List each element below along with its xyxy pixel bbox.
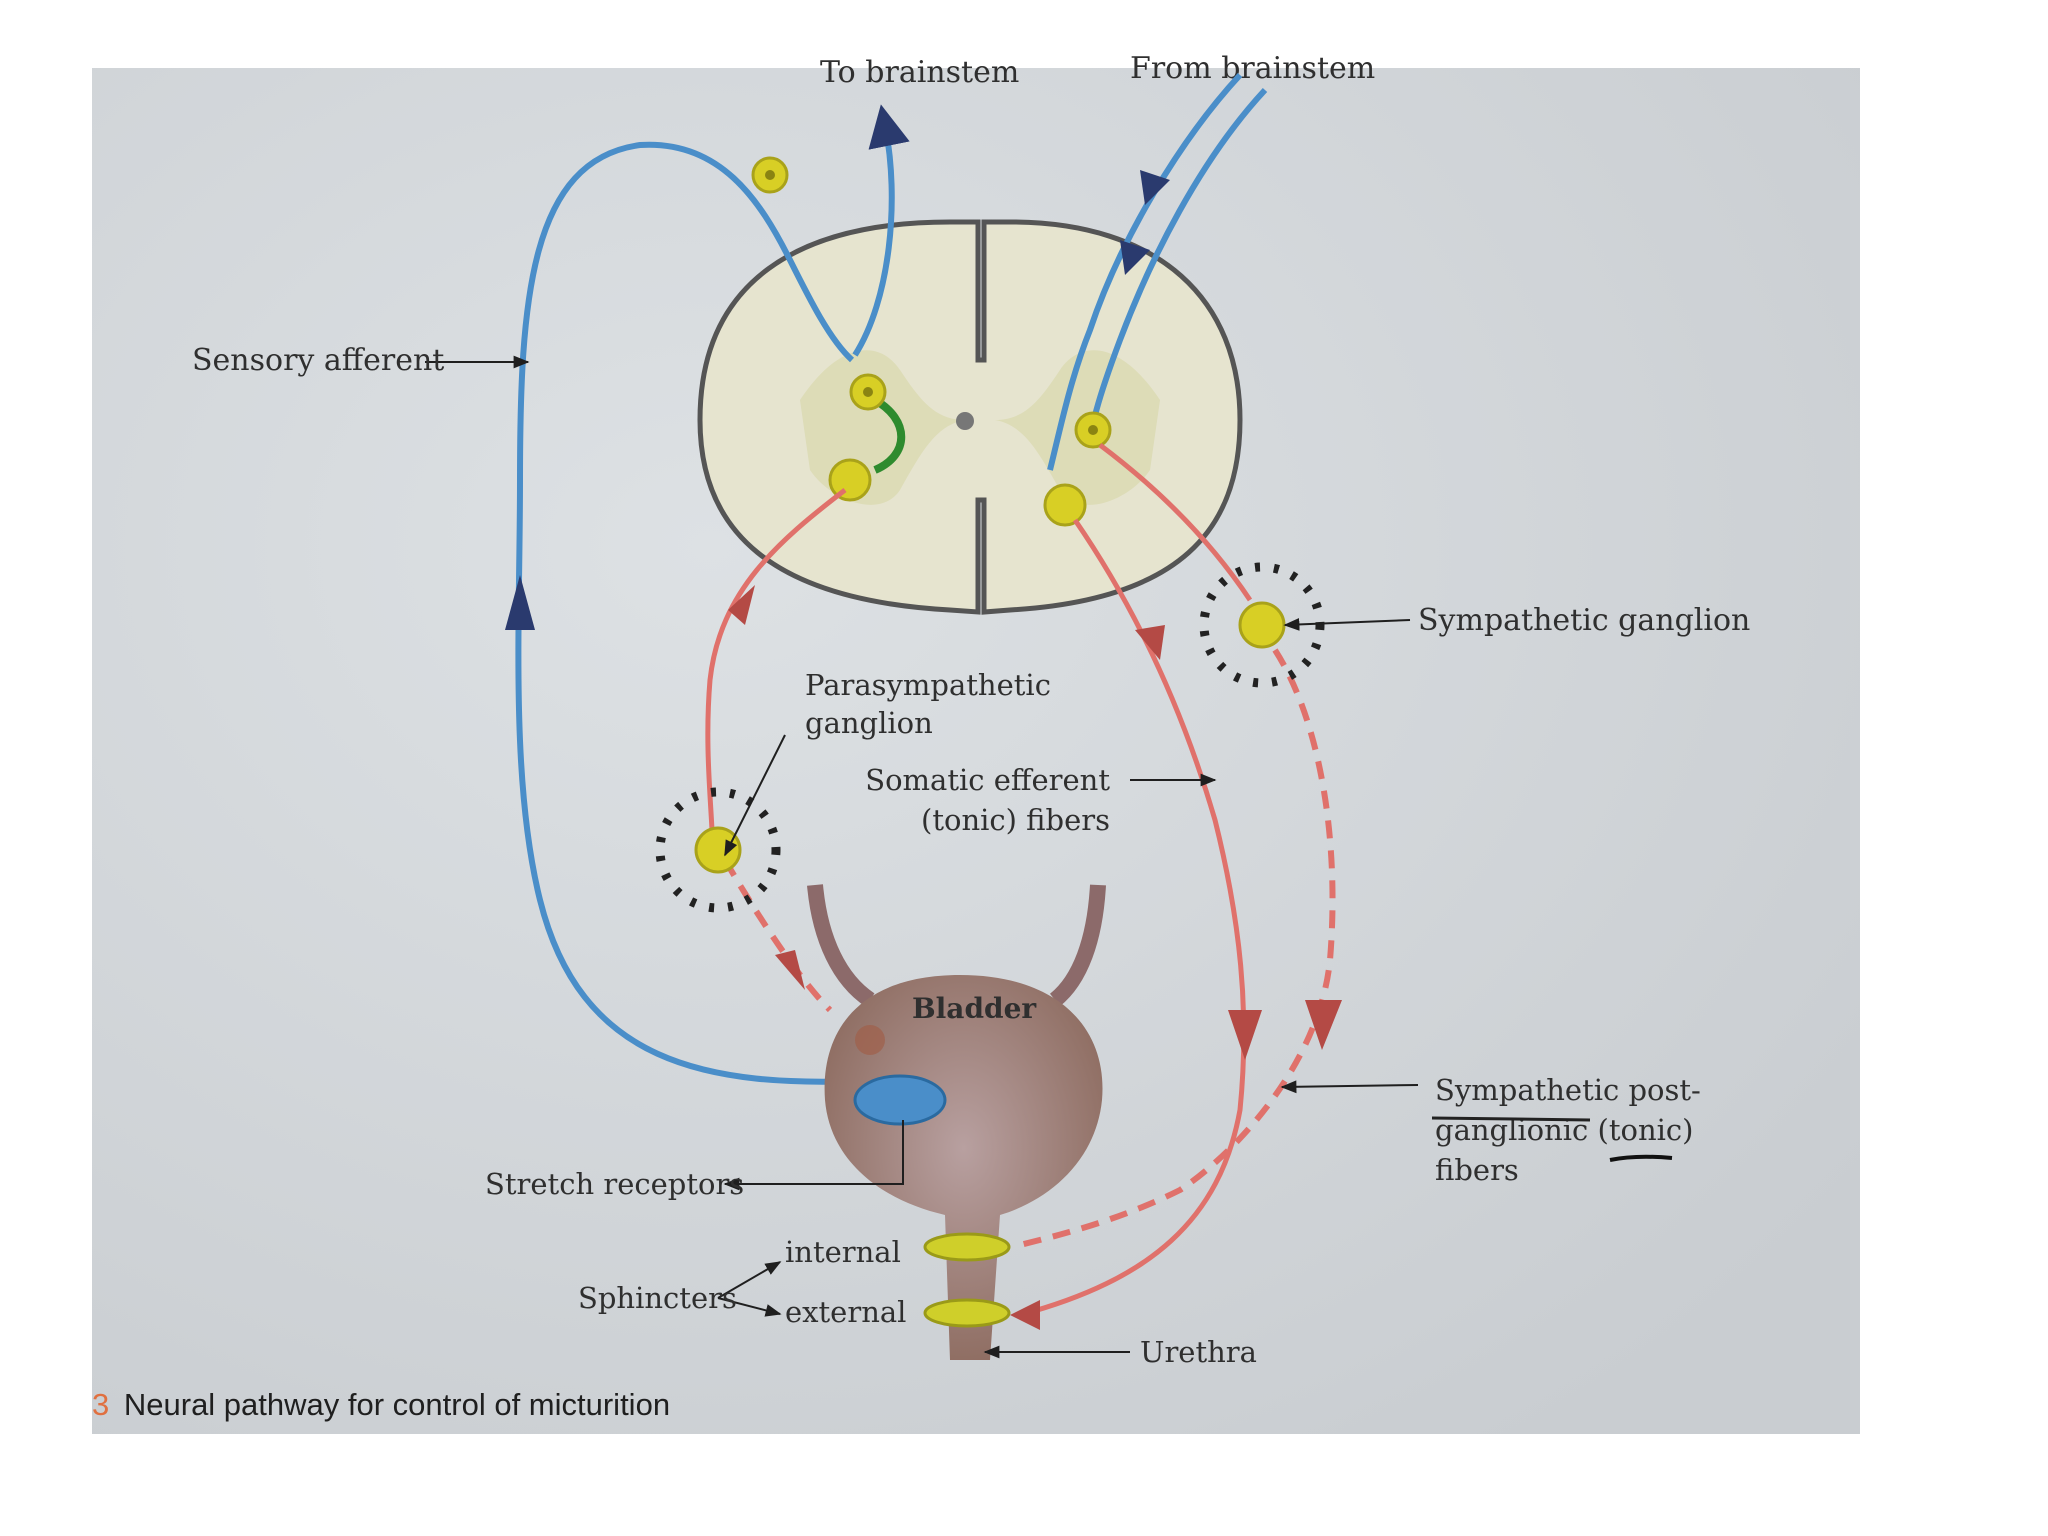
bladder [807, 884, 1106, 1360]
stretch-receptors-label: Stretch receptors [485, 1167, 744, 1201]
sphincters-label: Sphincters [578, 1281, 737, 1315]
somatic-efferent-arrowhead-3 [1010, 1300, 1040, 1330]
sympathetic-post-arrowhead [1305, 1000, 1342, 1050]
parasympathetic-ganglion-label-1: Parasympathetic [805, 668, 1051, 702]
parasympathetic-ganglion-label-2: ganglion [805, 706, 933, 740]
parasympathetic-post-arrowhead [775, 950, 805, 990]
external-sphincter-label: external [785, 1295, 906, 1329]
somatic-efferent-arrowhead-2 [1228, 1010, 1262, 1060]
sensory-afferent-arrowhead [505, 575, 535, 630]
bladder-label: Bladder [912, 992, 1037, 1025]
sensory-afferent-label: Sensory afferent [192, 343, 444, 378]
strikethrough-line [1431, 1116, 1591, 1122]
cord-neuron-bodies [751, 156, 1112, 527]
descending-fibers-from-brainstem [1047, 72, 1268, 471]
sympathetic-post-label-1: Sympathetic post- [1435, 1073, 1701, 1107]
somatic-efferent-label-1: Somatic efferent [865, 763, 1110, 797]
figure-number: 3 [92, 1387, 109, 1422]
internal-sphincter [923, 1232, 1011, 1262]
handwritten-underline [1609, 1154, 1673, 1162]
somatic-efferent-arrowhead-1 [1135, 625, 1165, 660]
sympathetic-post-label-3: fibers [1435, 1153, 1519, 1187]
descending-arrow-1 [1140, 170, 1170, 205]
spinal-cord-cross-section [697, 219, 1243, 615]
from-brainstem-label: From brainstem [1130, 51, 1375, 86]
sympathetic-postganglionic-fiber [1019, 648, 1336, 1248]
sympathetic-ganglion-label: Sympathetic ganglion [1418, 603, 1750, 638]
interneuron-connection [872, 396, 906, 474]
figure-caption-text: Neural pathway for control of micturitio… [124, 1387, 670, 1422]
stretch-receptor-blob [853, 1074, 947, 1126]
parasympathetic-ganglion [655, 787, 781, 913]
sensory-afferent-pathway [515, 104, 910, 1085]
somatic-efferent-fiber [1019, 518, 1247, 1318]
urethra-label: Urethra [1140, 1335, 1257, 1369]
external-sphincter [923, 1298, 1011, 1328]
parasympathetic-postganglionic-fiber [722, 858, 833, 1013]
parasympathetic-preganglionic-fiber [705, 488, 847, 831]
somatic-efferent-label-2: (tonic) fibers [921, 803, 1110, 837]
parasympathetic-arrowhead [728, 585, 755, 625]
to-brainstem-label: To brainstem [820, 55, 1019, 90]
figure-caption: 3 Neural pathway for control of micturit… [92, 1387, 670, 1422]
label-leader-lines [425, 355, 1419, 1359]
descending-arrow-2 [1120, 240, 1150, 275]
sympathetic-preganglionic-fiber [1098, 443, 1253, 602]
internal-sphincter-label: internal [785, 1235, 901, 1269]
